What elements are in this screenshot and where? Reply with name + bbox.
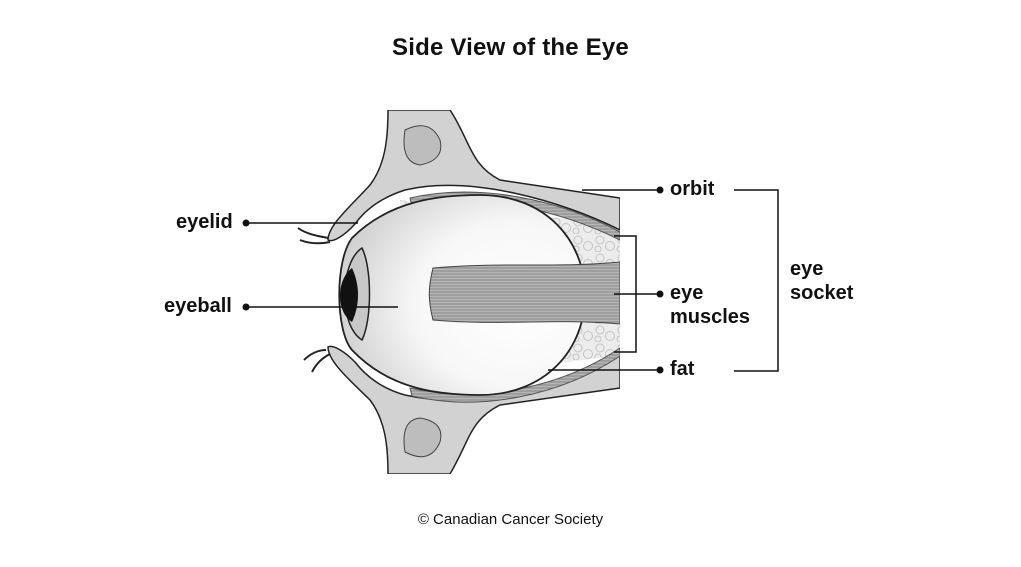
- lower-orbit-bone: [327, 345, 620, 474]
- label-eye-socket: eye socket: [790, 257, 853, 305]
- upper-bone-cavity: [403, 125, 442, 166]
- diagram-title: Side View of the Eye: [392, 34, 629, 61]
- muscles-dot: [656, 290, 664, 298]
- label-eye-muscles: eye muscles: [670, 281, 750, 329]
- pupil: [340, 268, 358, 322]
- eyeball-dot: [242, 303, 250, 311]
- label-eyelid: eyelid: [176, 211, 233, 233]
- upper-orbit-bone: [327, 110, 620, 242]
- label-fat: fat: [670, 358, 695, 380]
- copyright-footer: © Canadian Cancer Society: [417, 511, 604, 528]
- label-orbit: orbit: [670, 178, 715, 200]
- fat-dot: [656, 366, 664, 374]
- label-eye-socket-line1: eye: [790, 258, 824, 280]
- label-eyeball: eyeball: [164, 295, 232, 317]
- socket-bracket: [734, 189, 779, 372]
- eyelashes: [297, 227, 331, 373]
- orbit-dot: [656, 186, 664, 194]
- lower-bone-cavity: [403, 417, 442, 458]
- label-eye-socket-line2: socket: [790, 282, 854, 304]
- eyelid-dot: [242, 219, 250, 227]
- label-eye-muscles-line2: muscles: [670, 306, 751, 328]
- label-eye-muscles-line1: eye: [670, 282, 704, 304]
- central-muscle: [428, 261, 620, 325]
